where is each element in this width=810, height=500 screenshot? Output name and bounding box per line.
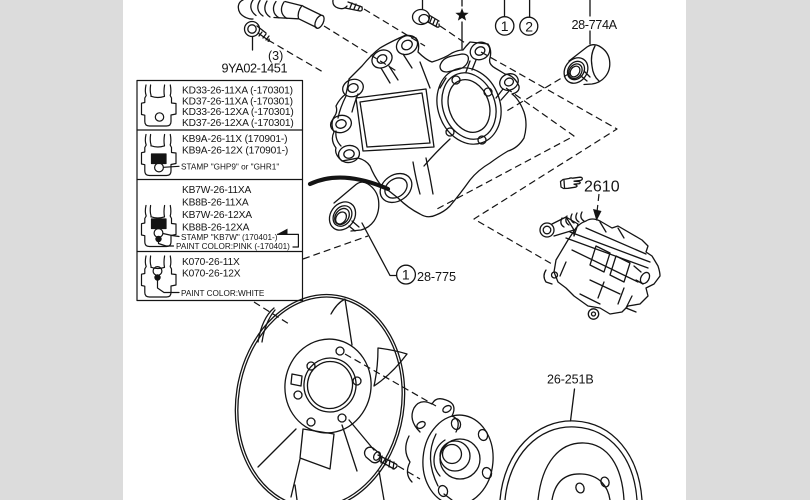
svg-text:PAINT COLOR:PINK (-170401): PAINT COLOR:PINK (-170401) bbox=[176, 242, 290, 251]
svg-text:KB7W-26-12XA: KB7W-26-12XA bbox=[182, 210, 252, 221]
svg-text:STAMP "GHP9" or "GHR1": STAMP "GHP9" or "GHR1" bbox=[181, 163, 279, 172]
svg-text:K070-26-11X: K070-26-11X bbox=[182, 257, 240, 268]
svg-text:1: 1 bbox=[501, 18, 509, 34]
svg-text:KD37-26-11XA (-170301): KD37-26-11XA (-170301) bbox=[182, 96, 293, 107]
svg-text:28-775: 28-775 bbox=[417, 270, 456, 284]
svg-text:KD37-26-12XA (-170301): KD37-26-12XA (-170301) bbox=[182, 118, 294, 129]
svg-text:KB7W-26-11XA: KB7W-26-11XA bbox=[182, 185, 252, 196]
svg-text:PAINT COLOR:WHITE: PAINT COLOR:WHITE bbox=[181, 289, 265, 298]
svg-text:2: 2 bbox=[525, 18, 533, 34]
svg-text:STAMP "KB7W" (170401-): STAMP "KB7W" (170401-) bbox=[181, 233, 278, 242]
svg-text:26-251B: 26-251B bbox=[547, 373, 594, 387]
svg-text:KB8B-26-11XA: KB8B-26-11XA bbox=[182, 198, 249, 209]
svg-text:KB9A-26-11X (170901-): KB9A-26-11X (170901-) bbox=[182, 134, 287, 145]
svg-text:(3): (3) bbox=[268, 49, 283, 63]
svg-text:2610: 2610 bbox=[584, 179, 620, 196]
svg-text:KD33-26-12XA (-170301): KD33-26-12XA (-170301) bbox=[182, 107, 294, 118]
svg-text:KB9A-26-12X (170901-): KB9A-26-12X (170901-) bbox=[182, 146, 288, 157]
svg-text:28-774A: 28-774A bbox=[572, 18, 618, 32]
svg-text:9YA02-1451: 9YA02-1451 bbox=[222, 62, 288, 76]
svg-text:K070-26-12X: K070-26-12X bbox=[182, 269, 241, 280]
svg-text:KD33-26-11XA (-170301): KD33-26-11XA (-170301) bbox=[182, 86, 293, 97]
svg-text:KB8B-26-12XA: KB8B-26-12XA bbox=[182, 223, 250, 234]
svg-text:1: 1 bbox=[402, 266, 410, 282]
